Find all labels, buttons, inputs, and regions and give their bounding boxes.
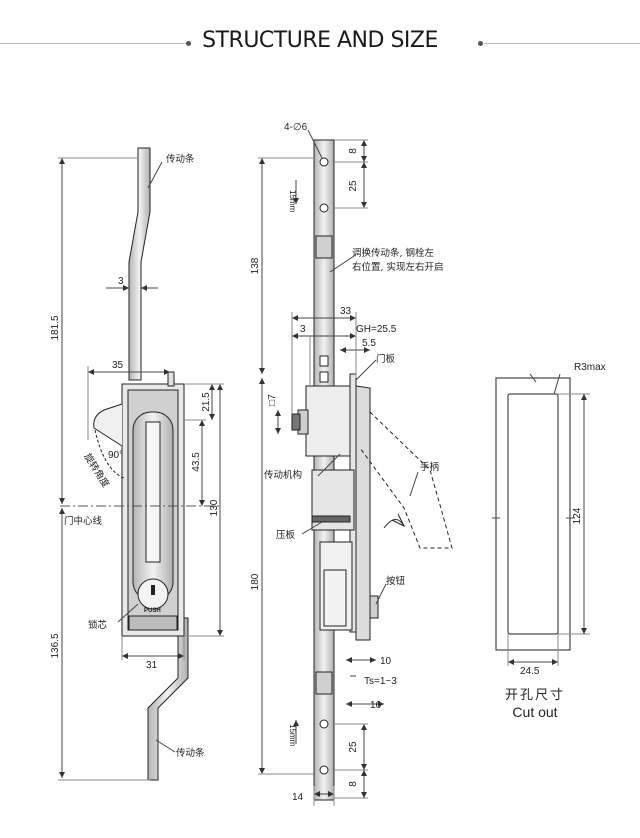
note-swap-2: 右位置, 实现左右开启 xyxy=(352,261,444,273)
dim-angle: 90° xyxy=(108,450,123,461)
dim-ts: Ts=1~3 xyxy=(364,676,397,687)
rotation-tab xyxy=(93,403,123,447)
cutout-inner xyxy=(507,393,559,635)
dim-24-5: 24.5 xyxy=(520,666,540,677)
label-push: PUSH xyxy=(144,608,161,614)
title-dot-left xyxy=(186,41,191,46)
dim-holes: 4-∅6 xyxy=(284,122,308,133)
title-dot-right xyxy=(478,41,483,46)
dim-10: 10 xyxy=(380,656,392,667)
label-door-panel: 门板 xyxy=(376,353,396,365)
dim-181-5: 181.5 xyxy=(50,315,61,340)
dim-15mm-top: 15mm xyxy=(288,190,297,213)
title-rule-left xyxy=(0,43,186,44)
dim-43-5: 43.5 xyxy=(191,452,202,472)
dim-8-bottom: 8 xyxy=(348,781,359,787)
title-rule-right xyxy=(484,43,640,44)
dim-gh: GH=25.5 xyxy=(356,324,397,335)
handle-open-dashed xyxy=(359,411,453,549)
middle-view-text: 4-∅6 8 25 15mm 138 调换传动条, 钢栓左 右位置, 实现左右开… xyxy=(250,122,444,803)
label-press-plate: 压板 xyxy=(276,529,296,541)
label-drive-bar-top: 传动条 xyxy=(166,153,195,165)
dim-r3max: R3max xyxy=(574,362,606,373)
page-title: STRUCTURE AND SIZE xyxy=(202,28,438,53)
dim-25-top: 25 xyxy=(348,180,359,192)
dim-14: 14 xyxy=(292,792,304,803)
dim-33: 33 xyxy=(340,306,352,317)
header: STRUCTURE AND SIZE xyxy=(0,0,640,90)
label-door-centerline: 门中心线 xyxy=(64,515,103,527)
dim-130: 130 xyxy=(209,499,220,516)
dim-5-5: 5.5 xyxy=(362,338,376,349)
note-swap-1: 调换传动条, 钢栓左 xyxy=(352,247,435,259)
dim-138: 138 xyxy=(250,257,261,274)
dim-8-top: 8 xyxy=(348,148,359,154)
cutout-caption-cn: 开孔尺寸 xyxy=(504,688,565,703)
dim-180: 180 xyxy=(250,573,261,590)
cutout-caption-en: Cut out xyxy=(512,704,558,720)
dim-124: 124 xyxy=(572,507,583,524)
cutout-view-text: R3max 124 24.5 xyxy=(520,362,606,677)
label-button: 按钮 xyxy=(386,575,406,587)
dim-136-5: 136.5 xyxy=(50,633,61,658)
dim-3-left: 3 xyxy=(118,276,124,287)
cutout-view xyxy=(492,373,590,666)
dim-21-5: 21.5 xyxy=(201,392,212,412)
dim-35: 35 xyxy=(112,360,124,371)
mechanism-body xyxy=(305,385,351,457)
dim-15mm-bottom: 15mm xyxy=(288,724,297,747)
label-lock-core: 锁芯 xyxy=(88,619,108,631)
dim-16: 16 xyxy=(370,700,382,711)
label-drive-bar-bottom: 传动条 xyxy=(176,747,205,759)
label-mechanism: 传动机构 xyxy=(264,469,302,481)
handle-side xyxy=(355,385,371,641)
drive-bar-top xyxy=(128,147,151,381)
dim-25-bottom: 25 xyxy=(348,741,359,753)
dim-31: 31 xyxy=(146,660,158,671)
dim-7: □7 xyxy=(267,394,278,406)
label-handle: 手柄 xyxy=(420,461,439,473)
button-side xyxy=(369,595,379,619)
cutout-outer xyxy=(495,377,571,651)
dim-3-mid: 3 xyxy=(300,324,306,335)
middle-side-view xyxy=(258,129,453,806)
left-front-view xyxy=(58,147,224,781)
